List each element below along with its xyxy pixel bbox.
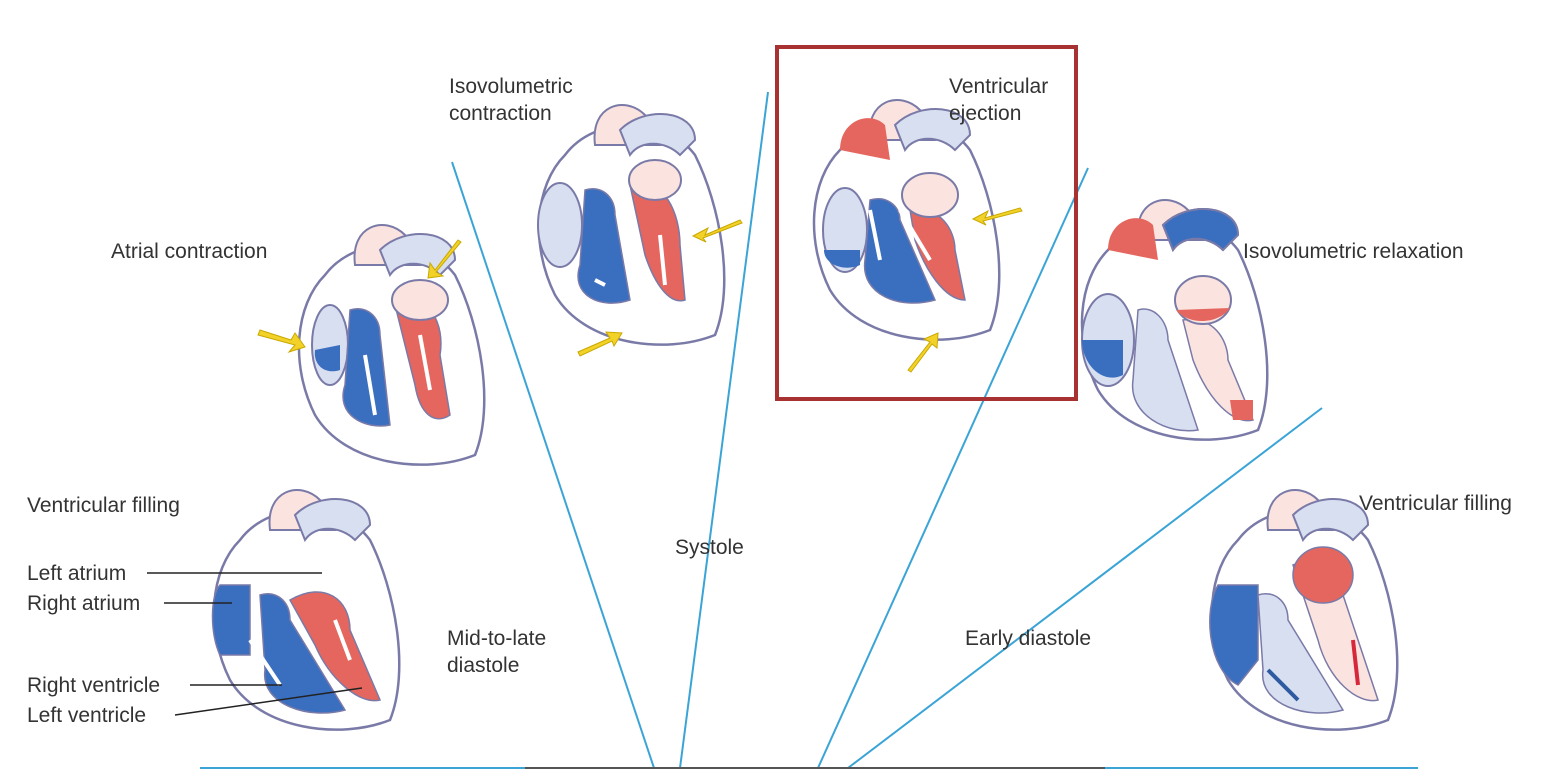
label-mid-to-late-diastole: Mid-to-late diastole xyxy=(447,627,547,677)
arrow-isovol-1 xyxy=(691,219,743,243)
heart-ventricular-filling-left xyxy=(211,488,401,731)
label-systole: Systole xyxy=(675,536,744,559)
label-right-ventricle: Right ventricle xyxy=(27,674,161,697)
heart-isovolumetric-relaxation xyxy=(1080,198,1269,441)
arrow-ejection-2 xyxy=(907,332,939,373)
divider-line xyxy=(847,407,1323,769)
divider-line xyxy=(679,91,769,769)
leader-left-ventricle xyxy=(174,687,363,716)
heart-atrial-contraction xyxy=(297,223,486,466)
arrow-atrial-1 xyxy=(257,329,306,353)
heart-ventricular-filling-right xyxy=(1209,488,1399,731)
label-isovolumetric-relaxation: Isovolumetric relaxation xyxy=(1243,240,1464,263)
label-left-atrium: Left atrium xyxy=(27,562,127,585)
label-ventricular-filling-left: Ventricular filling xyxy=(27,494,180,517)
arrow-isovol-2 xyxy=(577,331,623,357)
label-ventricular-ejection: Ventricular ejection xyxy=(949,75,1049,125)
label-atrial-contraction: Atrial contraction xyxy=(111,240,268,263)
label-right-atrium: Right atrium xyxy=(27,592,141,615)
label-isovolumetric-contraction: Isovolumetric contraction xyxy=(449,75,573,125)
arrow-atrial-2 xyxy=(427,239,462,279)
label-early-diastole: Early diastole xyxy=(965,627,1092,650)
divider-line xyxy=(451,161,655,769)
label-ventricular-filling-right: Ventricular filling xyxy=(1359,492,1512,515)
heart-isovolumetric-contraction xyxy=(537,103,726,346)
highlight-box xyxy=(775,45,1078,401)
divider-line xyxy=(817,167,1089,769)
arrow-ejection-1 xyxy=(971,207,1023,226)
label-left-ventricle: Left ventricle xyxy=(27,704,147,727)
heart-ventricular-ejection xyxy=(812,98,1001,341)
